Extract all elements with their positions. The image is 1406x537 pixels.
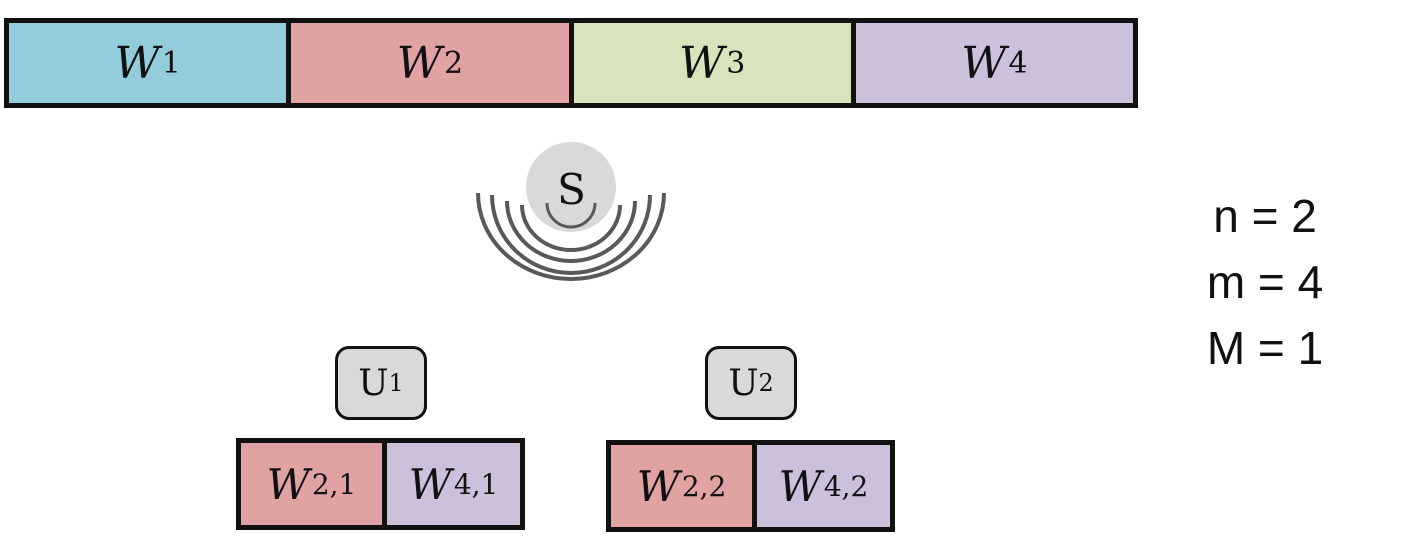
cache-index: 2,1 <box>311 467 357 501</box>
user-index: 2 <box>758 369 774 397</box>
cache-symbol: W <box>778 461 822 511</box>
cache-index: 2,2 <box>681 469 727 503</box>
subfile-index: 4 <box>1008 45 1028 81</box>
server: S <box>474 142 669 281</box>
subfile-symbol: W <box>114 37 160 89</box>
server-label: S <box>557 165 586 214</box>
user-letter: U <box>728 362 759 404</box>
user-index: 1 <box>388 369 404 397</box>
broadcast-icon <box>476 142 666 281</box>
subfile-index: 1 <box>161 45 181 81</box>
cache-symbol: W <box>636 461 680 511</box>
cache-symbol: W <box>266 459 310 509</box>
cache-index: 4,2 <box>823 469 869 503</box>
subfile-symbol: W <box>396 37 442 89</box>
broadcast-wave <box>520 204 622 252</box>
subfile-index: 3 <box>726 45 746 81</box>
param-cache-size: M = 1 <box>1206 322 1324 374</box>
system-parameters: n = 2 m = 4 M = 1 <box>1180 183 1350 381</box>
param-m: m = 4 <box>1206 256 1324 308</box>
user-letter: U <box>358 362 389 404</box>
subfile-index: 2 <box>443 45 464 81</box>
subfile-symbol: W <box>961 37 1007 89</box>
broadcast-wave <box>505 200 637 263</box>
param-n: n = 2 <box>1213 190 1317 242</box>
cache-index: 4,1 <box>453 467 499 501</box>
cache-symbol: W <box>408 459 452 509</box>
broadcast-wave <box>545 202 597 229</box>
broadcast-wave <box>490 194 652 275</box>
subfile-symbol: W <box>678 37 725 89</box>
broadcast-wave <box>476 192 666 281</box>
